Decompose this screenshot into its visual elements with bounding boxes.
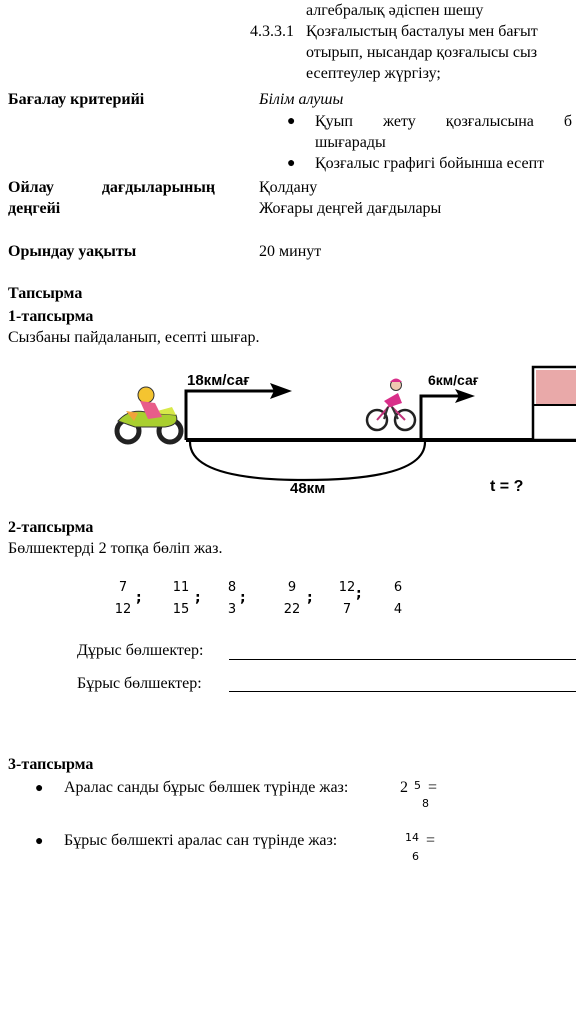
tasks-header: Тапсырма	[8, 285, 83, 302]
separator: ;	[307, 590, 313, 606]
time-label: Орындау уақыты	[8, 243, 137, 260]
objective-line: Қозғалыстың басталуы мен бағыт	[306, 23, 538, 40]
thinking-label-cont: деңгейі	[8, 200, 61, 217]
criteria-bullet1-cont: шығарады	[315, 134, 386, 151]
bullet-icon: ●	[287, 114, 296, 129]
answer-line[interactable]	[229, 659, 576, 660]
separator: ;	[136, 590, 142, 606]
speed-label-2: 6км/сағ	[428, 372, 479, 388]
criteria-intro: Білім алушы	[259, 91, 344, 108]
task2-text: Бөлшектерді 2 топқа бөліп жаз.	[8, 540, 223, 557]
proper-fractions-label: Дұрыс бөлшектер:	[77, 642, 204, 659]
mixed-whole: 2	[400, 779, 408, 796]
task3-title: 3-тапсырма	[8, 756, 94, 773]
speed-arrow-1	[184, 389, 282, 440]
answer-line[interactable]	[229, 691, 576, 692]
improper-fractions-label: Бұрыс бөлшектер:	[77, 675, 202, 692]
thinking-label: Ойлау дағдыларының	[8, 179, 216, 196]
speed-label-1: 18км/сағ	[187, 372, 250, 389]
separator: ;	[195, 590, 201, 606]
improper-denominator: 6	[412, 850, 419, 863]
bullet-icon: ●	[287, 156, 296, 171]
bullet-icon: ●	[35, 781, 44, 796]
distance-label: 48км	[290, 480, 325, 497]
distance-arc	[188, 441, 427, 482]
task3-item1-text: Аралас санды бұрыс бөлшек түрінде жаз:	[64, 779, 349, 796]
objective-line: алгебралық әдіспен шешу	[306, 2, 484, 19]
motion-diagram: 18км/сағ 6км/сағ 48км t = ?	[114, 365, 576, 497]
cyclist-icon	[365, 378, 417, 432]
objective-code: 4.3.3.1	[250, 23, 294, 40]
objective-line: отырып, нысандар қозғалысы сыз	[306, 44, 538, 61]
mixed-numerator: 5	[414, 779, 421, 792]
building-icon	[531, 365, 576, 442]
criteria-bullet2: Қозғалыс графигі бойынша есепт	[315, 155, 545, 172]
criteria-label: Бағалау критерийі	[8, 91, 145, 108]
thinking-value: Жоғары деңгей дағдылары	[259, 200, 442, 217]
time-value: 20 минут	[259, 243, 322, 260]
motorcycle-icon	[114, 386, 184, 445]
equals-sign: =	[428, 779, 438, 796]
separator: ;	[356, 586, 362, 602]
bullet-icon: ●	[35, 834, 44, 849]
speed-arrow-2	[419, 394, 465, 440]
criteria-bullet1: Қуып жету қозғалысына б	[315, 113, 572, 130]
objective-line: есептеулер жүргізу;	[306, 65, 441, 82]
task1-text: Сызбаны пайдаланып, есепті шығар.	[8, 329, 260, 346]
task2-title: 2-тапсырма	[8, 519, 94, 536]
arrow-head	[455, 389, 475, 403]
equals-sign: =	[426, 832, 436, 849]
time-question: t = ?	[490, 478, 523, 495]
task3-item2-text: Бұрыс бөлшекті аралас сан түрінде жаз:	[64, 832, 338, 849]
separator: ;	[240, 590, 246, 606]
improper-numerator: 14	[405, 831, 419, 844]
task1-title: 1-тапсырма	[8, 308, 94, 325]
arrow-head	[270, 383, 292, 399]
thinking-value: Қолдану	[259, 179, 318, 196]
mixed-denominator: 8	[422, 797, 429, 810]
